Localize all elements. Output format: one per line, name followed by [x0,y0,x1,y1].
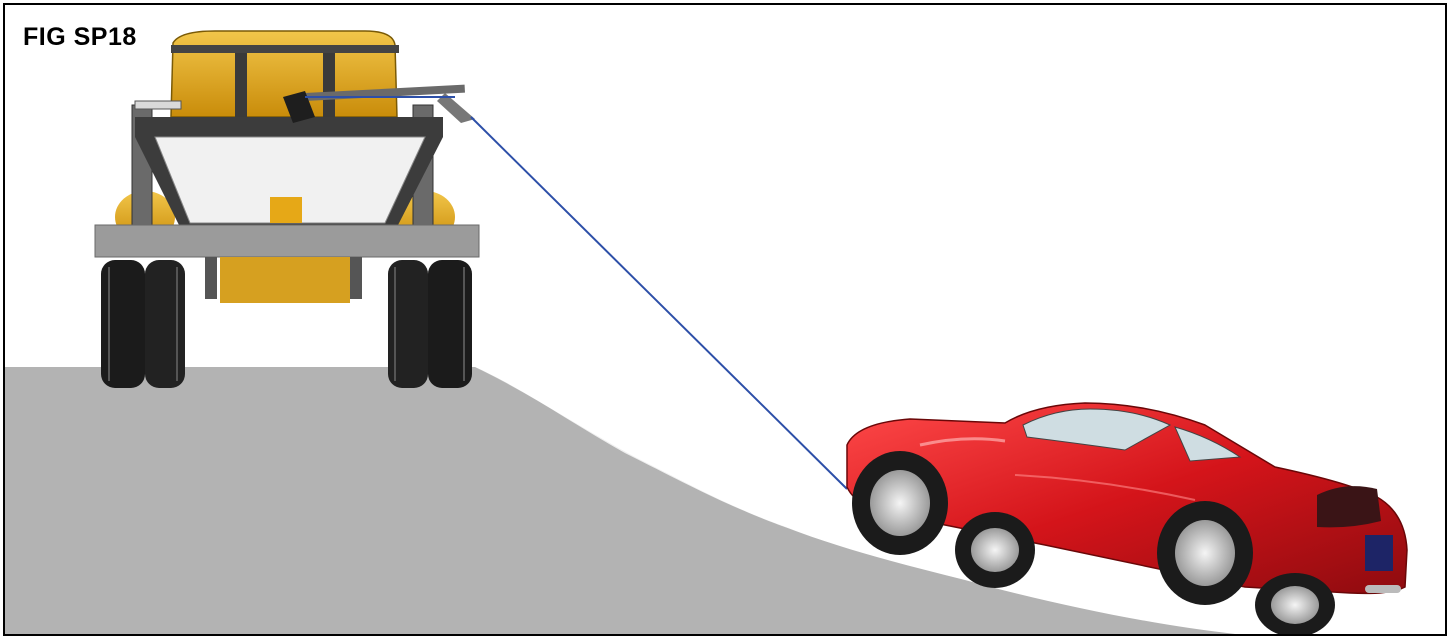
figure-frame: FIG SP18 [3,3,1447,636]
spreader-truck [95,31,479,388]
headache-rack-top [171,45,399,53]
car-taillight [1317,486,1381,527]
truck-cab [171,31,397,117]
illustration [5,5,1445,634]
rear-bumper [95,225,479,257]
